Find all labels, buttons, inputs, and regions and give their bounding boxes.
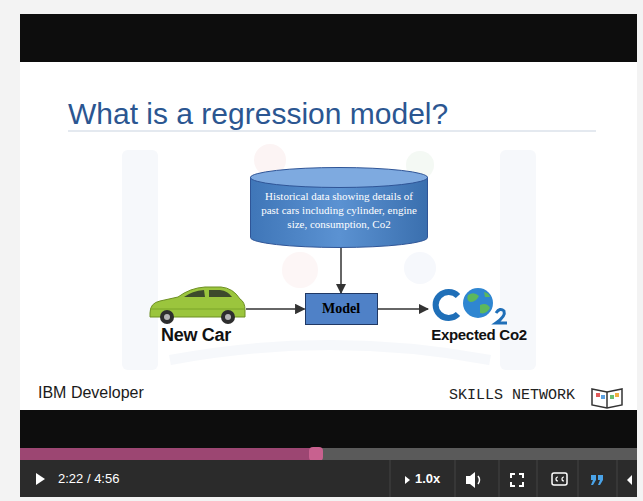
captions-icon (552, 473, 567, 485)
brand-label: SKILLS NETWORK (449, 387, 575, 404)
progress-handle (309, 447, 323, 461)
control-bar (20, 460, 637, 497)
control-dividers (390, 460, 617, 497)
label-holder: 2:22 / 4:56 (58, 471, 119, 486)
input-car: New Car (146, 285, 246, 349)
title-rule (68, 131, 596, 132)
flow-arrow (340, 248, 342, 293)
slide-ground (20, 62, 637, 410)
play-icon (36, 473, 45, 485)
database-text: Historical data showing details of past … (250, 190, 428, 231)
time-readout: 2:22 / 4:56 (58, 471, 119, 486)
letterbox-bar (20, 14, 637, 62)
watermark (122, 144, 536, 370)
letterbox-bar (20, 410, 637, 448)
output-label: Expected Co2 (431, 326, 527, 344)
label-holder: IBM Developer (38, 384, 144, 402)
database-cylinder: Historical data showing details of past … (250, 167, 428, 248)
label-holder: 1.0x (415, 471, 440, 486)
transcript-icon (591, 475, 603, 485)
speed-readout: 1.0x (415, 471, 440, 486)
car-illustration (150, 287, 245, 324)
speed-icon (405, 476, 410, 484)
skills-network-logo (592, 389, 622, 408)
box-label: Model (322, 301, 360, 318)
label-holder: SKILLS NETWORK (449, 387, 575, 404)
volume-icon (466, 472, 480, 488)
brand-label: IBM Developer (38, 384, 144, 402)
more-icon (627, 475, 632, 485)
progress-fill (20, 448, 316, 460)
car-label: New Car (161, 325, 231, 347)
process-box: Model (305, 293, 378, 325)
output-co2: Expected Co2 (428, 285, 530, 346)
progress-track (20, 448, 637, 460)
co2-icon (436, 288, 507, 323)
flow-arrow (246, 308, 305, 310)
flow-arrow (378, 308, 429, 310)
fullscreen-icon (511, 474, 523, 486)
slide-title: What is a regression model? (68, 96, 448, 132)
title-holder: What is a regression model? (68, 96, 448, 132)
